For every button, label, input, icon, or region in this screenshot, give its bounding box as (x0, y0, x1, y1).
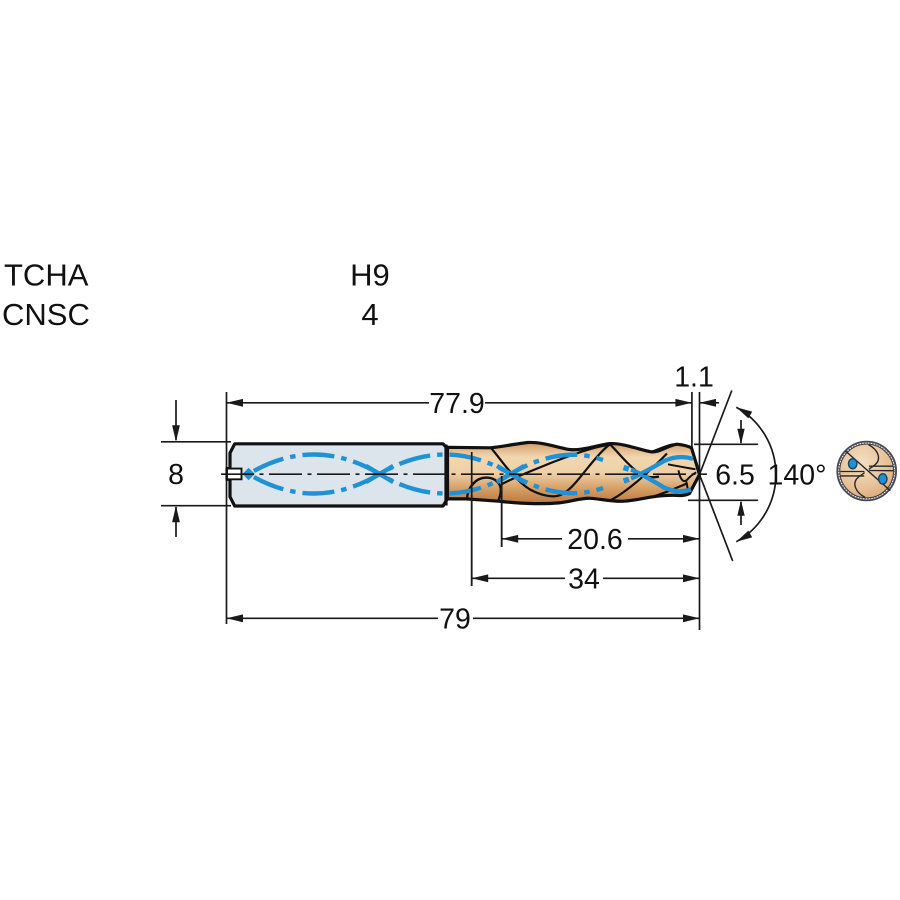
svg-text:4: 4 (361, 297, 378, 332)
svg-text:1.1: 1.1 (674, 362, 714, 394)
svg-text:140°: 140° (768, 459, 827, 491)
svg-text:H9: H9 (350, 258, 390, 293)
svg-text:6.5: 6.5 (715, 459, 755, 491)
svg-text:8: 8 (168, 459, 184, 491)
svg-text:77.9: 77.9 (429, 388, 484, 420)
svg-text:CNSC: CNSC (2, 297, 90, 332)
svg-text:79: 79 (439, 603, 471, 635)
svg-text:20.6: 20.6 (567, 524, 622, 556)
svg-text:34: 34 (568, 563, 600, 595)
svg-text:TCHA: TCHA (4, 258, 89, 293)
